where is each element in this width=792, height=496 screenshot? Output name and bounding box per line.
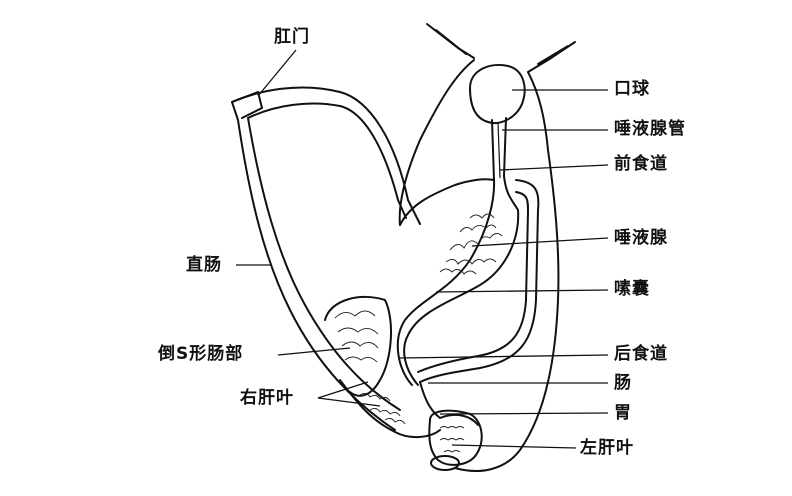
- tentacle-left-inner: [436, 30, 466, 54]
- body-outline: [400, 60, 559, 471]
- label-anterior-esophagus: 前食道: [614, 154, 668, 174]
- label-rectum: 直肠: [186, 255, 222, 275]
- buccal-bulb-shape: [470, 65, 525, 123]
- salivary-duct-line: [498, 122, 500, 178]
- crop-sac: [400, 179, 494, 225]
- label-anus: 肛门: [274, 27, 310, 47]
- salivary-gland-texture: [440, 214, 502, 274]
- label-buccal-bulb: 口球: [614, 79, 650, 99]
- right-liver-lobe: [340, 380, 440, 437]
- label-salivary-duct: 唾液腺管: [614, 119, 686, 139]
- left-liver-texture: [440, 427, 464, 453]
- s-intestine: [325, 297, 391, 396]
- esophagus-tube-2: [404, 118, 518, 385]
- label-stomach: 胃: [614, 403, 632, 423]
- leader-salivary-gland: [472, 238, 608, 246]
- label-left-liver: 左肝叶: [580, 438, 634, 458]
- label-s-intestine: 倒S形肠部: [158, 344, 243, 364]
- leader-crop: [436, 290, 608, 292]
- leader-right-liver-2: [318, 398, 380, 406]
- s-intestine-texture: [335, 311, 378, 362]
- leader-anterior-esophagus: [500, 165, 608, 170]
- label-crop: 嗉囊: [614, 279, 650, 299]
- rectum-inner: [248, 103, 406, 218]
- posterior-esophagus: [420, 180, 538, 382]
- label-right-liver: 右肝叶: [240, 388, 294, 408]
- label-salivary-gland: 唾液腺: [614, 228, 668, 248]
- label-intestine: 肠: [614, 373, 632, 393]
- rectum-down-outer: [232, 102, 395, 430]
- stomach-shape: [420, 382, 478, 425]
- leader-posterior-esophagus: [400, 355, 608, 358]
- label-posterior-esophagus: 后食道: [614, 344, 668, 364]
- posterior-esophagus-inner: [418, 192, 528, 372]
- leader-left-liver: [452, 445, 576, 448]
- tentacle-right-inner: [538, 46, 568, 64]
